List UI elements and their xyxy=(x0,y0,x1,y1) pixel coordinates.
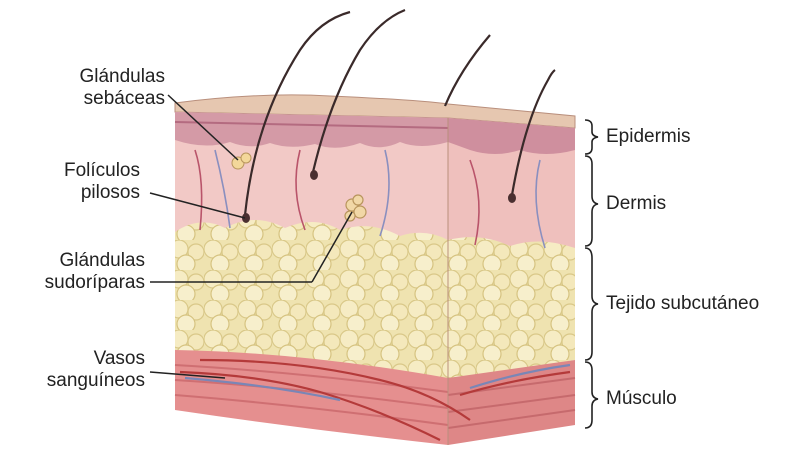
label-follicles-line1: Folículos xyxy=(30,160,140,182)
label-muscle: Músculo xyxy=(606,388,677,410)
label-dermis: Dermis xyxy=(606,193,666,215)
side-face xyxy=(448,118,575,445)
label-sweat-line1: Glándulas xyxy=(10,250,145,272)
label-follicles-line2: pilosos xyxy=(30,182,140,204)
label-vessels-line2: sanguíneos xyxy=(10,370,145,392)
label-sweat-line2: sudoríparas xyxy=(10,272,145,294)
brace-epidermis xyxy=(585,120,598,154)
label-epidermis: Epidermis xyxy=(606,126,690,148)
label-sebaceous-line1: Glándulas xyxy=(30,66,165,88)
brace-subcutaneous xyxy=(585,248,598,360)
label-subcutaneous-tissue: Tejido subcutáneo xyxy=(606,293,759,315)
brace-dermis xyxy=(585,156,598,246)
brace-muscle xyxy=(585,362,598,428)
label-blood-vessels: Vasos sanguíneos xyxy=(10,348,145,392)
braces xyxy=(585,120,598,428)
label-hair-follicles: Folículos pilosos xyxy=(30,160,140,204)
epidermis-layer xyxy=(175,112,448,148)
label-sweat-glands: Glándulas sudoríparas xyxy=(10,250,145,294)
label-vessels-line1: Vasos xyxy=(10,348,145,370)
label-sebaceous-line2: sebáceas xyxy=(30,88,165,110)
label-sebaceous-glands: Glándulas sebáceas xyxy=(30,66,165,110)
